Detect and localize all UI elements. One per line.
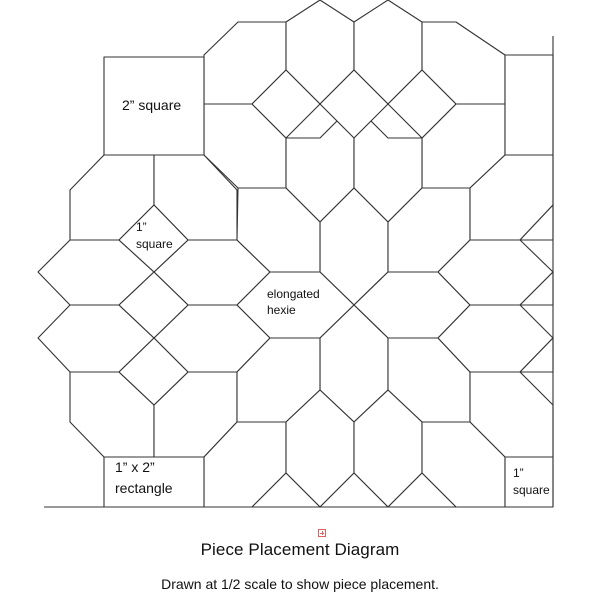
label-right-square-line1: 1” [513, 466, 524, 480]
label-one-inch-square-line2: square [136, 237, 173, 251]
center-hexie-star [236, 187, 471, 423]
piece-placement-diagram: 2” square 1” square elongated hexie 1” x… [37, 0, 554, 508]
one-inch-square-left-bottom [118, 337, 189, 406]
diagram-subtitle: Drawn at 1/2 scale to show piece placeme… [161, 576, 439, 592]
hexie-top-far-right [504, 54, 554, 156]
left-hexie-fan [37, 154, 271, 458]
label-rectangle-line1: 1” x 2” [115, 459, 155, 475]
top-hexie-fan [203, 0, 506, 223]
right-hexie-fan [437, 54, 554, 458]
anchor-marker-icon [318, 529, 326, 537]
label-elongated-hexie-line2: hexie [267, 303, 296, 317]
one-inch-square-corner-right [504, 456, 554, 508]
one-inch-square-top-right [387, 69, 457, 139]
label-rectangle-line2: rectangle [115, 480, 173, 496]
one-inch-square-top-left [251, 69, 321, 139]
one-inch-square-top-middle [319, 69, 389, 139]
label-right-square-line2: square [513, 483, 550, 497]
label-two-inch-square: 2” square [122, 97, 181, 113]
diagram-title: Piece Placement Diagram [200, 540, 400, 559]
label-one-inch-square-line1: 1” [136, 220, 147, 234]
two-inch-square [103, 56, 205, 156]
bottom-hexie-fan [203, 389, 506, 508]
label-elongated-hexie-line1: elongated [267, 287, 320, 301]
hexie-center-diag-upper-left [236, 187, 321, 273]
